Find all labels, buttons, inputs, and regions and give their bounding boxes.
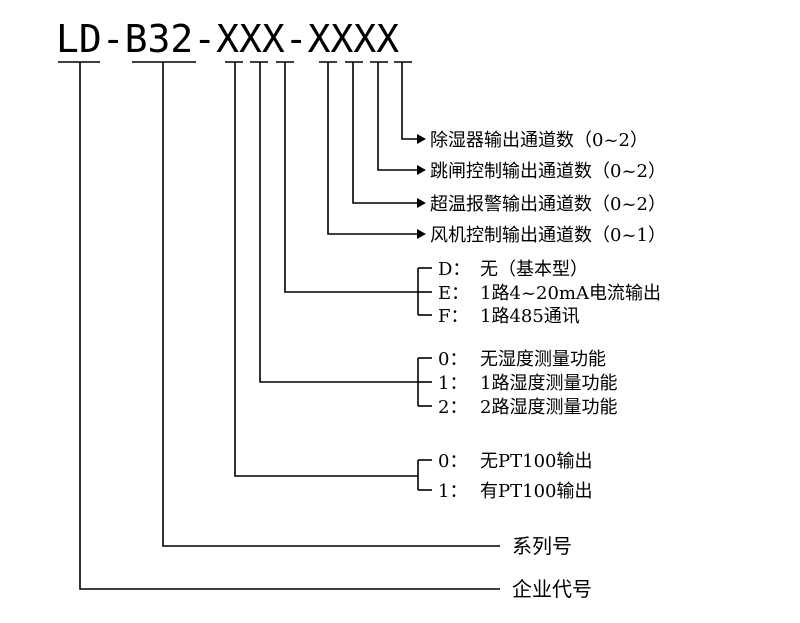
output-label-overtemp-alarm: 超温报警输出通道数（0~2） xyxy=(430,194,666,215)
pt100-option-0-code: 0： xyxy=(438,451,467,472)
output-label-trip-control: 跳闸控制输出通道数（0~2） xyxy=(430,161,666,182)
comm-option-d-desc: 无（基本型） xyxy=(480,259,588,280)
humidity-option-1-code: 1： xyxy=(438,373,467,394)
comm-bracket xyxy=(284,62,432,316)
comm-option-e-desc: 1路4~20mA电流输出 xyxy=(480,283,661,304)
model-code: LD-B32-XXX-XXXX xyxy=(56,17,399,61)
humidity-option-1-desc: 1路湿度测量功能 xyxy=(480,373,617,394)
humidity-option-2-desc: 2路湿度测量功能 xyxy=(480,397,617,418)
humidity-option-2-code: 2： xyxy=(438,397,467,418)
output-leaders xyxy=(327,62,426,239)
series-label: 系列号 xyxy=(512,534,572,558)
pt100-bracket xyxy=(234,62,432,491)
comm-option-e-code: E： xyxy=(438,283,469,304)
comm-option-f-desc: 1路485通讯 xyxy=(480,306,580,327)
company-label: 企业代号 xyxy=(512,577,592,601)
company-leader xyxy=(79,62,500,590)
humidity-bracket xyxy=(259,62,432,407)
humidity-option-0-code: 0： xyxy=(438,349,467,370)
series-leader xyxy=(162,62,500,547)
humidity-option-0-desc: 无湿度测量功能 xyxy=(480,349,606,370)
comm-option-d-code: D： xyxy=(438,259,470,280)
pt100-option-1-code: 1： xyxy=(438,481,467,502)
pt100-option-1-desc: 有PT100输出 xyxy=(480,481,592,502)
pt100-option-0-desc: 无PT100输出 xyxy=(480,451,592,472)
output-label-dehumidifier: 除湿器输出通道数（0~2） xyxy=(430,130,648,151)
output-label-fan-control: 风机控制输出通道数（0~1） xyxy=(430,225,666,246)
comm-option-f-code: F： xyxy=(438,306,469,327)
